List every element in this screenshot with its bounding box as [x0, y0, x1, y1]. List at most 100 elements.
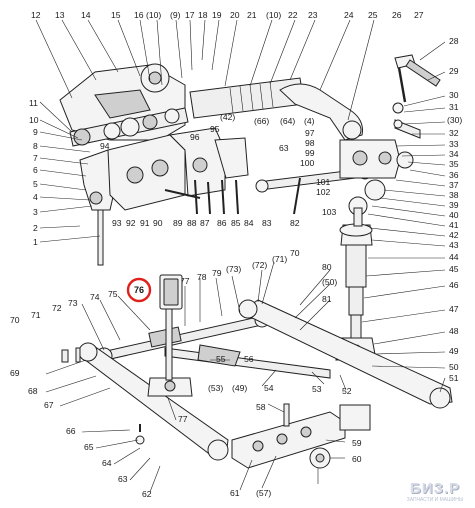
callout-59: 59 — [352, 438, 362, 448]
callout-25: 25 — [368, 10, 378, 20]
callout-62: 62 — [142, 489, 152, 499]
callout-51: 51 — [449, 373, 459, 383]
callout-p64: (64) — [280, 116, 295, 126]
callout-78: 78 — [197, 272, 207, 282]
callout-81: 81 — [322, 294, 332, 304]
callout-56: 56 — [244, 354, 254, 364]
callout-87: 87 — [200, 218, 210, 228]
callout-p53: (53) — [208, 383, 223, 393]
callout-28: 28 — [449, 36, 459, 46]
callout-103: 103 — [322, 207, 337, 217]
highlighted-part-76[interactable]: 76 — [126, 274, 183, 310]
callout-2: 2 — [33, 223, 38, 233]
callout-68: 68 — [28, 386, 38, 396]
callout-63: 63 — [279, 143, 289, 153]
callout-11: 11 — [29, 98, 38, 108]
drawbar-plate — [231, 404, 371, 469]
callout-23: 23 — [308, 10, 318, 20]
callout-86: 86 — [217, 218, 227, 228]
callout-40: 40 — [449, 210, 459, 220]
callout-98: 98 — [305, 138, 315, 148]
callout-p42: (42) — [220, 112, 235, 122]
callout-34: 34 — [449, 149, 459, 159]
callout-p66: (66) — [254, 116, 269, 126]
callout-58: 58 — [256, 402, 266, 412]
callout-65: 65 — [84, 442, 94, 452]
left-lower-link — [78, 342, 229, 461]
callout-77b: 77 — [180, 276, 190, 286]
callout-77: 77 — [178, 414, 188, 424]
callout-12: 12 — [31, 10, 41, 20]
callout-91: 91 — [140, 218, 150, 228]
callout-42: 42 — [449, 230, 459, 240]
callout-52: 52 — [342, 386, 352, 396]
callout-33: 33 — [449, 139, 459, 149]
callout-8: 8 — [33, 141, 38, 151]
callout-83: 83 — [262, 218, 272, 228]
callout-85: 85 — [231, 218, 241, 228]
callout-13: 13 — [55, 10, 65, 20]
callout-92: 92 — [126, 218, 136, 228]
callout-26: 26 — [392, 10, 402, 20]
callout-p30: (30) — [447, 115, 462, 125]
callout-44: 44 — [449, 252, 459, 262]
callout-70b: 70 — [290, 248, 300, 258]
right-lower-link — [238, 299, 453, 409]
lever-handle — [392, 54, 441, 129]
callout-73: 73 — [68, 298, 78, 308]
callout-72: 72 — [52, 303, 62, 313]
watermark-logo: БИЗ.Р ЗАПЧАСТИ И МАШИНЫ — [399, 480, 471, 506]
shaft-bushings — [69, 107, 189, 147]
highlight-ring — [126, 277, 152, 303]
callout-41: 41 — [449, 220, 459, 230]
callout-21: 21 — [247, 10, 257, 20]
callout-38: 38 — [449, 190, 459, 200]
callout-p72: (72) — [252, 260, 267, 270]
leader-lines — [35, 19, 446, 493]
callout-64: 64 — [102, 458, 112, 468]
callout-24: 24 — [344, 10, 354, 20]
callout-84: 84 — [244, 218, 254, 228]
callout-49: 49 — [449, 346, 459, 356]
callout-14: 14 — [81, 10, 91, 20]
callout-10: 10 — [29, 115, 39, 125]
callout-80: 80 — [322, 262, 332, 272]
callout-82: 82 — [290, 218, 300, 228]
callout-55: 55 — [216, 354, 226, 364]
callout-31: 31 — [449, 102, 459, 112]
callout-p10b: (10) — [266, 10, 281, 20]
callout-46: 46 — [449, 280, 459, 290]
swinging-bracket — [283, 403, 331, 469]
callout-3: 3 — [33, 207, 38, 217]
lift-arm — [279, 83, 363, 141]
callout-19: 19 — [212, 10, 222, 20]
callout-p71: (71) — [272, 254, 287, 264]
callout-27: 27 — [414, 10, 424, 20]
callout-p9: (9) — [170, 10, 181, 20]
callout-36: 36 — [449, 170, 459, 180]
callout-71: 71 — [31, 310, 41, 320]
callout-102: 102 — [316, 187, 331, 197]
callout-39: 39 — [449, 200, 459, 210]
callout-94: 94 — [100, 141, 110, 151]
callout-37: 37 — [449, 180, 459, 190]
callout-30: 30 — [449, 90, 459, 100]
callout-101: 101 — [316, 177, 331, 187]
callout-100: 100 — [300, 158, 315, 168]
callout-45: 45 — [449, 264, 459, 274]
callout-32: 32 — [449, 128, 459, 138]
callout-89: 89 — [173, 218, 183, 228]
callout-99: 99 — [305, 148, 315, 158]
callout-17: 17 — [185, 10, 195, 20]
bolts — [164, 179, 239, 215]
callout-97: 97 — [305, 128, 315, 138]
callout-66: 66 — [66, 426, 76, 436]
callout-69: 69 — [10, 368, 20, 378]
callout-5: 5 — [33, 179, 38, 189]
callout-15: 15 — [111, 10, 121, 20]
callout-93: 93 — [112, 218, 122, 228]
callout-53: 53 — [312, 384, 322, 394]
callout-61: 61 — [230, 488, 240, 498]
